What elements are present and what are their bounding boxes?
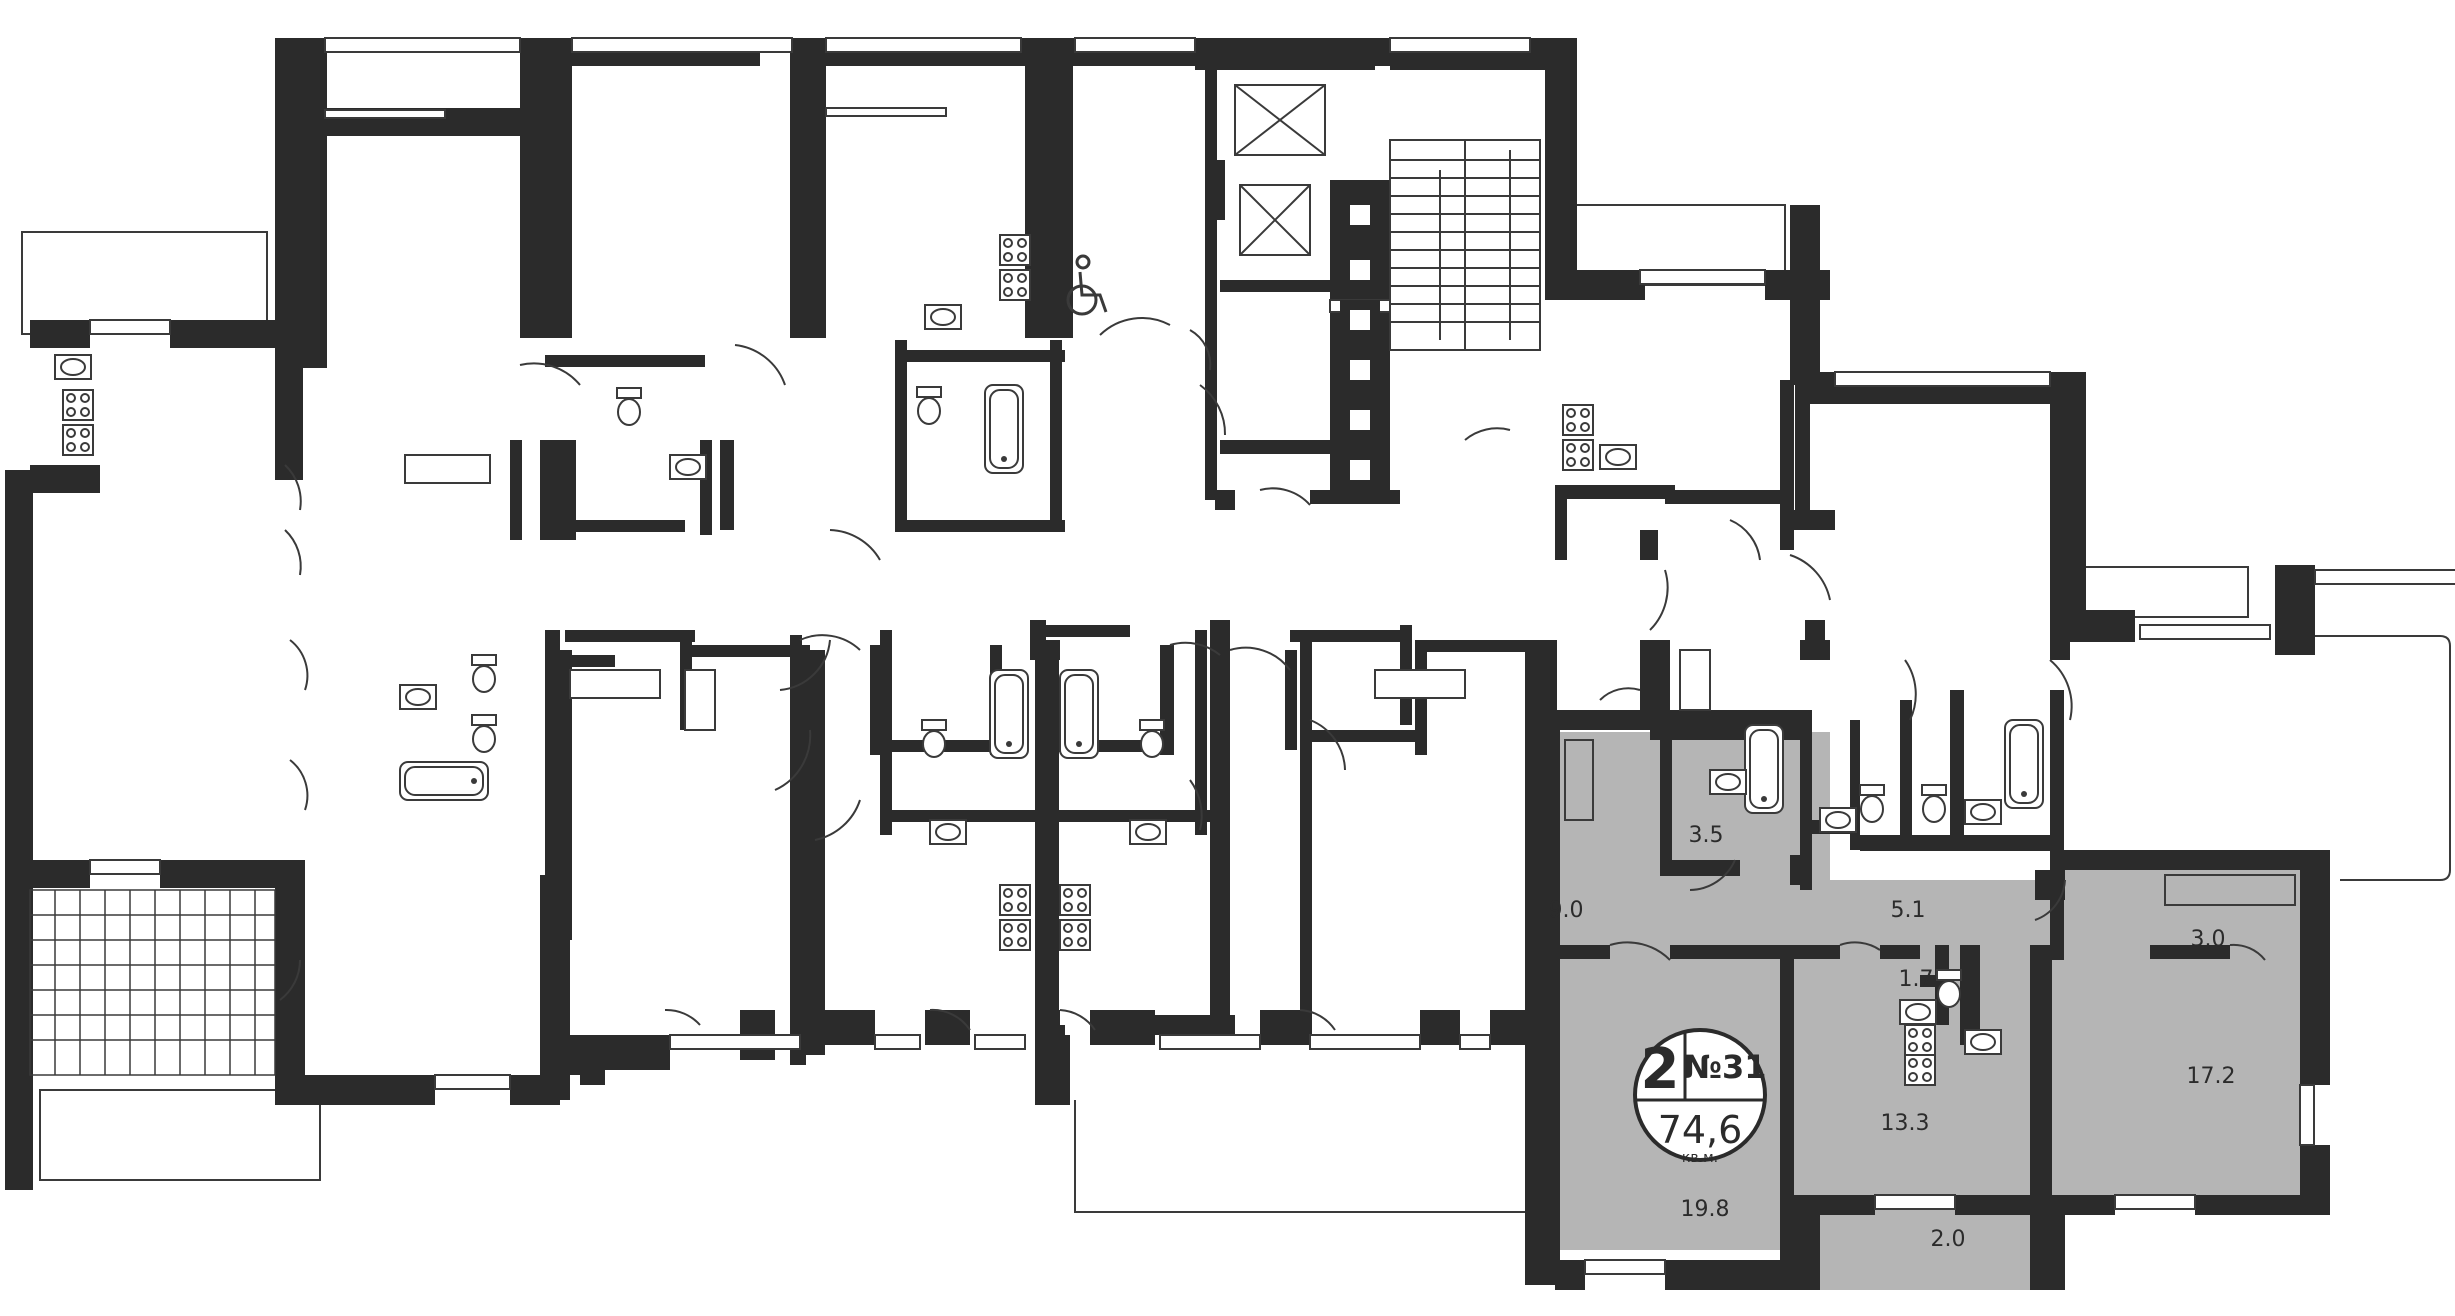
area-unit: кв.м.: [1682, 1150, 1718, 1166]
area-wardrobe: 3.0: [2191, 927, 2226, 952]
area-hall: 5.1: [1891, 898, 1926, 923]
doors: [279, 317, 2266, 1031]
area-bathroom: 3.5: [1689, 823, 1724, 848]
elevator-icon: [1234, 84, 1326, 256]
area-corridor: 9.0: [1549, 898, 1584, 923]
wheelchair-icon: [1066, 254, 1108, 316]
room-labels: 3.5 9.0 5.1 3.0 1.7 13.3 17.2 19.8 2.0: [1549, 823, 2236, 1252]
loggia-floor: [1815, 1215, 2035, 1290]
bedroom-floor: [2050, 860, 2315, 1205]
area-loggia: 2.0: [1931, 1227, 1966, 1252]
area-living-room: 19.8: [1681, 1197, 1730, 1222]
tiled-terrace: [29, 889, 276, 1076]
walls: [5, 38, 2330, 1290]
wardrobe-hatches: [404, 454, 2296, 906]
rooms-count: 2: [1641, 1037, 1680, 1102]
apartment-number: №31: [1683, 1048, 1766, 1086]
area-toilet: 1.7: [1899, 967, 1934, 992]
shafts: [1340, 195, 1380, 490]
apartment-area: 74,6: [1658, 1108, 1743, 1152]
area-kitchen: 13.3: [1881, 1111, 1930, 1136]
area-bedroom: 17.2: [2187, 1064, 2236, 1089]
apartment-badge: 2 №31 74,6 кв.м.: [1633, 1028, 1767, 1166]
stairs-icon: [1389, 139, 1541, 351]
